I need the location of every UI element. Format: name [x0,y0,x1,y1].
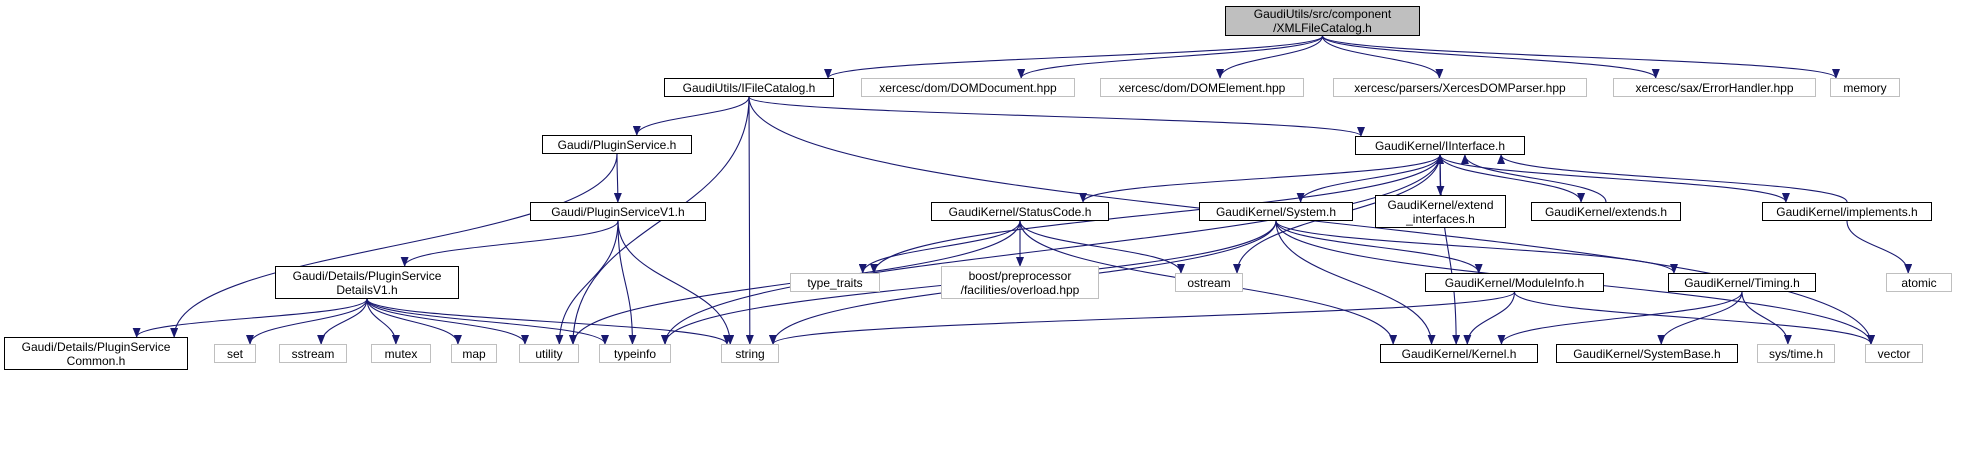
node-sysbase[interactable]: GaudiKernel/SystemBase.h [1556,344,1738,363]
node-domdoc[interactable]: xercesc/dom/DOMDocument.hpp [861,78,1075,97]
edge-modinfo-to-kernel [1463,291,1516,345]
edge-psdv1-to-map [366,298,462,345]
edge-iface-to-system [1296,154,1441,203]
node-ps[interactable]: Gaudi/PluginService.h [542,135,692,154]
edge-system-to-modinfo [1275,220,1483,274]
edge-psdv1-to-string [366,298,731,345]
edge-ps-to-psdc [170,153,618,338]
node-iface[interactable]: GaudiKernel/IInterface.h [1355,136,1525,155]
edge-psdv1-to-set [246,298,368,345]
edge-modinfo-to-string [769,291,1516,345]
edge-psdv1-to-psdc [132,298,368,338]
edge-root-to-domel [1216,35,1324,79]
node-root[interactable]: GaudiUtils/src/component /XMLFileCatalog… [1225,6,1420,36]
edge-timing-to-kernel [1497,291,1743,345]
node-sstream[interactable]: sstream [279,344,347,363]
edge-psdv1-to-utility [366,298,529,345]
edge-root-to-ifc [824,35,1324,79]
edge-modinfo-to-vector [1513,291,1875,345]
node-set[interactable]: set [214,344,256,363]
node-psdc[interactable]: Gaudi/Details/PluginService Common.h [4,337,188,370]
node-map[interactable]: map [451,344,497,363]
edge-iface-to-impl [1439,154,1790,203]
edge-iface-to-typetraits [870,154,1441,274]
edge-ifc-to-ps [632,96,750,136]
edge-iface-to-kernel [1439,154,1461,345]
edge-ps-to-psv1 [613,153,622,203]
node-mutex[interactable]: mutex [371,344,431,363]
node-systime[interactable]: sys/time.h [1757,344,1835,363]
edge-psdv1-to-mutex [366,298,400,345]
edge-iface-to-extends [1439,154,1586,203]
node-ifc[interactable]: GaudiUtils/IFileCatalog.h [664,78,834,97]
node-system[interactable]: GaudiKernel/System.h [1199,202,1353,221]
edge-psv1-to-string [617,220,735,345]
node-kernel[interactable]: GaudiKernel/Kernel.h [1380,344,1538,363]
edge-impl-to-atomic [1846,220,1913,274]
node-timing[interactable]: GaudiKernel/Timing.h [1668,273,1816,292]
node-psv1[interactable]: Gaudi/PluginServiceV1.h [530,202,706,221]
node-ostream[interactable]: ostream [1175,273,1243,292]
edge-impl-to-iface [1497,154,1848,203]
edge-psdv1-to-sstream [317,298,368,345]
edge-ifc-to-string [745,96,754,345]
edge-psdv1-to-typeinfo [366,298,609,345]
node-domel[interactable]: xercesc/dom/DOMElement.hpp [1100,78,1304,97]
node-string[interactable]: string [721,344,779,363]
edge-sc-to-typetraits [858,220,1021,274]
node-vector[interactable]: vector [1865,344,1923,363]
node-modinfo[interactable]: GaudiKernel/ModuleInfo.h [1425,273,1604,292]
node-utility[interactable]: utility [519,344,579,363]
edge-system-to-kernel [1275,220,1436,345]
node-boostpp[interactable]: boost/preprocessor /facilities/overload.… [941,266,1099,299]
edge-root-to-memory [1321,35,1840,79]
node-extif[interactable]: GaudiKernel/extend _interfaces.h [1375,195,1506,228]
edge-timing-to-systime [1741,291,1792,345]
edge-psv1-to-typeinfo [617,220,637,345]
edge-psv1-to-psdv1 [400,220,619,267]
node-psdv1[interactable]: Gaudi/Details/PluginService DetailsV1.h [275,266,459,299]
edge-iface-to-sc [1079,154,1441,203]
node-atomic[interactable]: atomic [1886,273,1952,292]
node-typeinfo[interactable]: typeinfo [599,344,671,363]
edge-root-to-eh [1321,35,1660,79]
edge-psv1-to-utility [555,220,619,345]
node-extends[interactable]: GaudiKernel/extends.h [1531,202,1681,221]
edge-root-to-domdoc [1017,35,1324,79]
node-impl[interactable]: GaudiKernel/implements.h [1762,202,1932,221]
edge-extends-to-iface [1460,154,1607,203]
edge-sc-to-ostream [1019,220,1185,274]
edge-timing-to-sysbase [1657,291,1743,345]
edge-root-to-xdp [1321,35,1444,79]
edge-system-to-timing [1275,220,1678,274]
node-memory[interactable]: memory [1830,78,1900,97]
node-sc[interactable]: GaudiKernel/StatusCode.h [931,202,1109,221]
node-xdp[interactable]: xercesc/parsers/XercesDOMParser.hpp [1333,78,1587,97]
edge-ifc-to-iface [748,96,1365,137]
node-eh[interactable]: xercesc/sax/ErrorHandler.hpp [1613,78,1816,97]
node-typetraits[interactable]: type_traits [790,273,880,292]
